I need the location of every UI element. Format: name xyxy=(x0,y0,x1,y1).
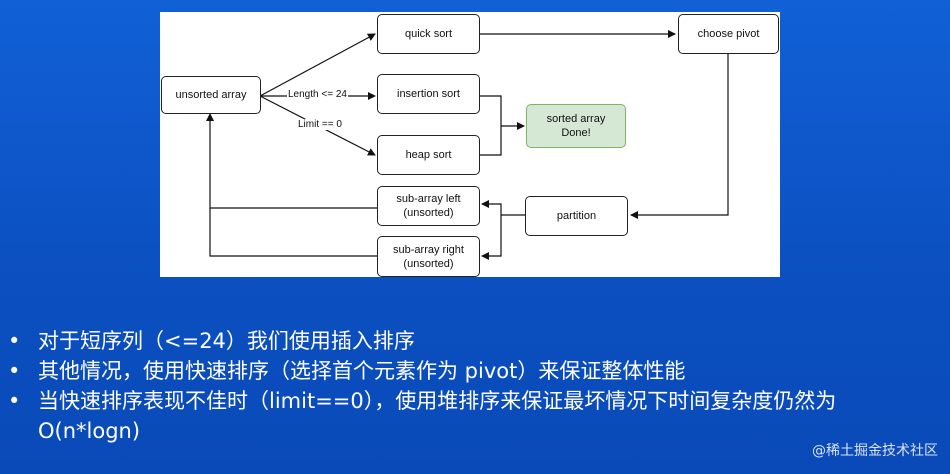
bullet-list: • 对于短序列（<=24）我们使用插入排序 • 其他情况，使用快速排序（选择首个… xyxy=(8,326,938,446)
bullet-dot: • xyxy=(8,329,21,353)
edge-choosepivot-to-partition xyxy=(630,54,729,219)
bullet-item: • 当快速排序表现不佳时（limit==0），使用堆排序来保证最坏情况下时间复杂… xyxy=(8,386,938,446)
node-sub-array-right: sub-array right (unsorted) xyxy=(377,236,480,277)
watermark: @稀土掘金技术社区 xyxy=(812,443,938,459)
node-sub-array-left: sub-array left (unsorted) xyxy=(377,186,480,226)
edge-right-to-unsorted xyxy=(209,208,377,257)
edge-left-to-unsorted xyxy=(206,113,377,209)
node-insertion-sort: insertion sort xyxy=(377,74,480,114)
node-unsorted-array: unsorted array xyxy=(161,76,261,114)
bullet-item: • 对于短序列（<=24）我们使用插入排序 xyxy=(8,326,938,356)
edge-partition-to-right xyxy=(481,215,502,260)
node-partition: partition xyxy=(525,196,628,236)
edge-label-length: Length <= 24 xyxy=(287,89,348,100)
bullet-dot: • xyxy=(8,389,21,413)
flowchart-panel: unsorted array quick sort choose pivot i… xyxy=(160,12,780,277)
bullet-text: 对于短序列（<=24）我们使用插入排序 xyxy=(38,329,415,353)
edge-partition-split xyxy=(481,200,525,216)
bullet-dot: • xyxy=(8,359,21,383)
node-quick-sort: quick sort xyxy=(377,14,480,54)
bullet-text: 其他情况，使用快速排序（选择首个元素作为 pivot）来保证整体性能 xyxy=(38,359,686,383)
edge-insertion-to-sorted xyxy=(480,95,502,126)
bullet-text: 当快速排序表现不佳时（limit==0），使用堆排序来保证最坏情况下时间复杂度仍… xyxy=(38,389,837,443)
edge-label-limit: Limit == 0 xyxy=(297,119,343,130)
edge-unsorted-to-quicksort xyxy=(259,33,376,97)
bullet-item: • 其他情况，使用快速排序（选择首个元素作为 pivot）来保证整体性能 xyxy=(8,356,938,386)
node-choose-pivot: choose pivot xyxy=(678,14,779,54)
edge-heapsort-to-sorted xyxy=(480,126,502,156)
node-heap-sort: heap sort xyxy=(377,135,480,175)
node-sorted-array-done: sorted array Done! xyxy=(526,104,626,148)
